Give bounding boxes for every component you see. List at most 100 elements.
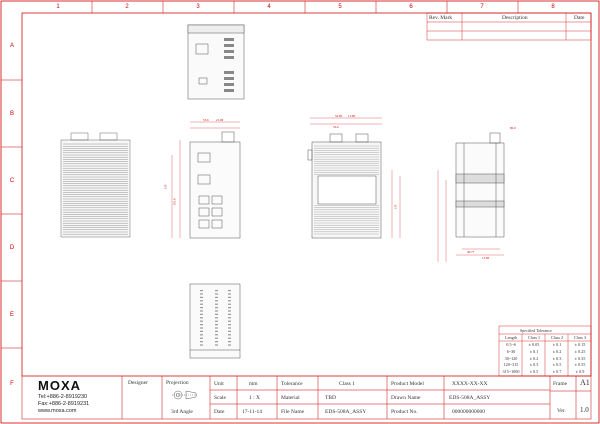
title-block-grid <box>22 375 591 419</box>
dim-back-w1: 52.85 <box>335 114 343 118</box>
tolerance-cell: ± 0.1 <box>529 348 539 354</box>
bottom-view-slots <box>200 290 231 346</box>
tolerance-col-header: Class 1 <box>527 335 541 340</box>
vent-slot <box>215 327 218 329</box>
tolerance-label: Tolerance <box>281 381 303 387</box>
vent-slot <box>200 320 203 322</box>
vent-slot <box>228 307 231 309</box>
tolerance-cell: ± 0.3 <box>552 355 562 361</box>
row-label-d: D <box>9 245 15 251</box>
vent-slot <box>215 313 218 315</box>
vent-slot <box>228 293 231 295</box>
dim-front-h1: 135 <box>163 184 168 190</box>
row-ticks <box>1 79 22 349</box>
vent-slot <box>200 290 203 292</box>
top-view <box>187 24 245 100</box>
dim-top-width: 80.0 <box>510 126 516 130</box>
material-value: TBD <box>325 395 336 401</box>
vent-slot <box>200 330 203 332</box>
vent-slot <box>228 341 231 343</box>
tolerance-col-header: Class 3 <box>573 335 587 340</box>
tolerance-cell: ± 0.2 <box>529 355 539 361</box>
tolerance-value: Class 1 <box>339 381 356 387</box>
dim-side-h: 135 <box>393 204 398 210</box>
row-label-e: E <box>9 312 14 318</box>
vent-slot <box>215 296 218 298</box>
vent-slot <box>215 303 218 305</box>
projection-value: 3rd Angle <box>171 409 193 415</box>
vent-slot <box>200 313 203 315</box>
row-label-a: A <box>9 43 14 49</box>
revision-block <box>426 12 592 41</box>
unit-value: mm <box>249 381 258 387</box>
tolerance-cell: 0.5~6 <box>506 342 516 347</box>
dim-rail-w1: 46.77 <box>467 250 475 254</box>
tolerance-cell: ± 0.25 <box>574 348 586 354</box>
vent-slot <box>215 290 218 292</box>
vent-slot <box>215 307 218 309</box>
din-rail-view <box>437 132 505 262</box>
vent-slot <box>200 310 203 312</box>
tolerance-cell: 6~30 <box>506 348 516 354</box>
row-label-c: C <box>9 178 15 184</box>
tolerance-cell: ± 0.7 <box>552 369 562 375</box>
dim-front-w1: 53.6 <box>203 118 209 122</box>
tolerance-cell: ± 0.05 <box>528 342 540 347</box>
frame-label: Frame <box>553 381 568 387</box>
vent-slot <box>215 337 218 339</box>
vent-slot <box>228 290 231 292</box>
material-label: Material <box>281 395 300 401</box>
tolerance-cell: 30~120 <box>504 355 518 361</box>
col-label-2: 2 <box>125 4 129 10</box>
vent-slot <box>215 341 218 343</box>
vent-slot <box>215 324 218 326</box>
vent-slot <box>200 327 203 329</box>
rev-mark-header: Rev. Mark <box>429 15 453 21</box>
file-name-value: EDS-508A_ASSY <box>325 409 367 415</box>
vent-slot <box>200 307 203 309</box>
frame-value: A1 <box>580 378 590 387</box>
dim-rail-w2: 13.90 <box>482 256 490 260</box>
vent-slot <box>200 334 203 336</box>
col-label-7: 7 <box>480 4 484 10</box>
vent-slot <box>215 317 218 319</box>
vent-slot <box>215 300 218 302</box>
vent-slot <box>200 300 203 302</box>
ver-label: Ver. <box>557 408 566 414</box>
tolerance-cell: ± 0.35 <box>574 355 586 361</box>
tolerance-col-header: Class 2 <box>550 335 564 340</box>
vent-slot <box>215 334 218 336</box>
dim-side-w1: 53.6 <box>333 125 339 129</box>
tolerance-cell: ± 0.15 <box>574 342 586 347</box>
contact-web: www.moxa.com <box>38 408 77 414</box>
tolerance-cell: 315~1000 <box>502 369 520 375</box>
vent-slot <box>228 327 231 329</box>
vent-slot <box>228 313 231 315</box>
vent-slot <box>228 300 231 302</box>
tolerance-title: Specified Tolerance <box>520 328 552 333</box>
left-side-fins <box>63 143 128 235</box>
contact-fax: Fax:+886-2-8919231 <box>38 401 90 407</box>
rev-date-header: Date <box>574 15 585 21</box>
col-label-8: 8 <box>551 4 555 10</box>
vent-slot <box>215 344 218 346</box>
vent-slot <box>228 344 231 346</box>
vent-slot <box>200 324 203 326</box>
drawing-border <box>21 12 592 420</box>
product-no-value: 000000000000 <box>452 409 485 415</box>
vent-slot <box>200 303 203 305</box>
product-model-label: Product Model <box>391 381 424 387</box>
vent-slot <box>200 317 203 319</box>
vent-slot <box>228 310 231 312</box>
file-name-label: File Name <box>281 409 305 415</box>
row-label-f: F <box>10 381 14 387</box>
row-label-b: B <box>9 111 14 117</box>
contact-tel: Tel:+886-2-8919230 <box>38 394 88 400</box>
tolerance-cell: ± 0.5 <box>529 369 539 375</box>
vent-slot <box>200 341 203 343</box>
col-label-5: 5 <box>338 4 342 10</box>
moxa-logo: MOXA <box>38 378 81 393</box>
vent-slot <box>228 337 231 339</box>
